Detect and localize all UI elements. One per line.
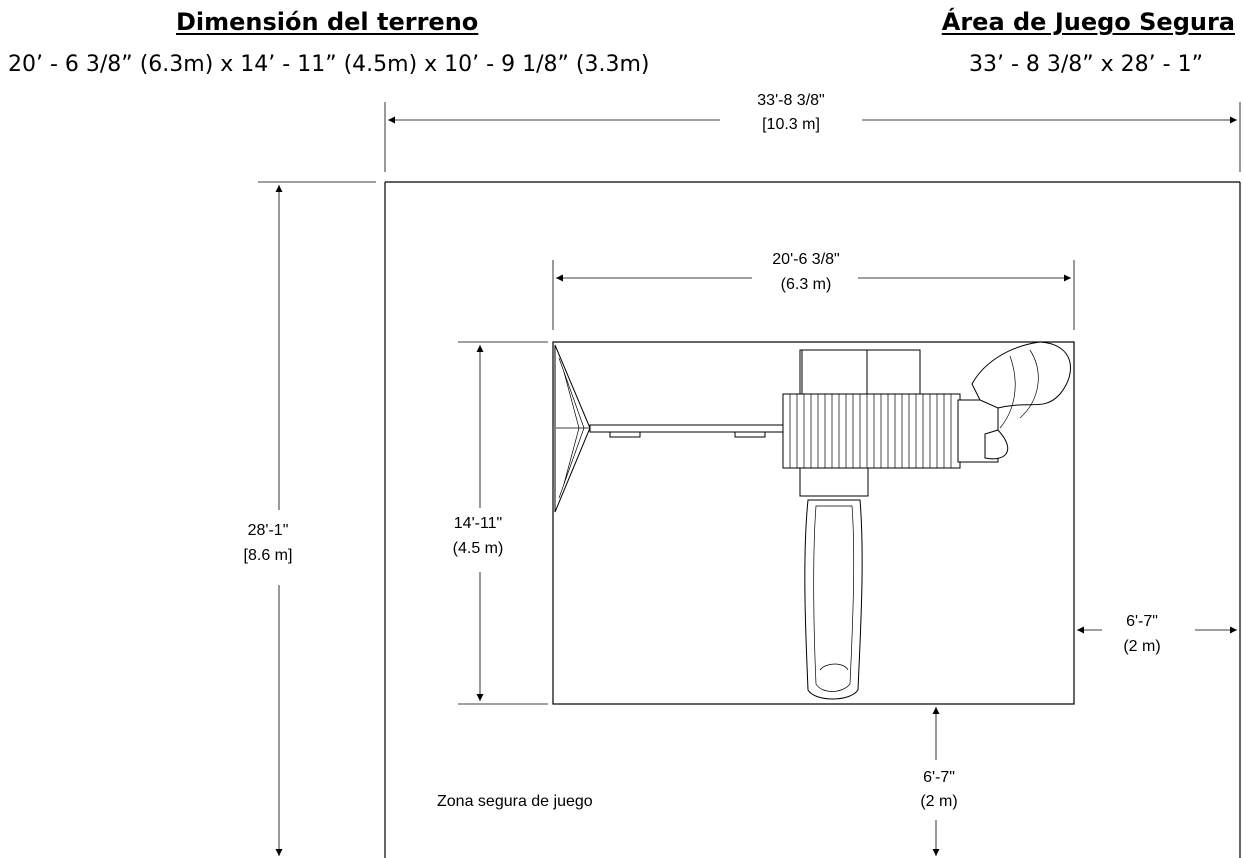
playhouse-roof	[782, 393, 961, 497]
side-clearance-dimension: 6'-7" (2 m)	[1077, 613, 1237, 655]
safe-depth-dimension: 28'-1" [8.6 m]	[244, 181, 376, 856]
safe-play-area-values: 33’ - 8 3/8” x 28’ - 1”	[968, 52, 1203, 77]
footprint-depth-label: 14'-11"	[454, 515, 502, 532]
side-clearance-metric: (2 m)	[1123, 638, 1160, 655]
terrain-dimension-values: 20’ - 6 3/8” (6.3m) x 14’ - 11” (4.5m) x…	[8, 52, 650, 77]
footprint-depth-metric: (4.5 m)	[453, 540, 504, 557]
front-clearance-label: 6'-7"	[923, 769, 955, 786]
swing-a-frame	[554, 344, 591, 513]
safe-depth-metric: [8.6 m]	[244, 547, 293, 564]
front-clearance-dimension: 6'-7" (2 m)	[920, 707, 958, 856]
footprint-width-dimension: 20'-6 3/8" (6.3 m)	[552, 251, 1075, 330]
safe-zone-outline	[384, 181, 1241, 858]
safe-play-area-title: Área de Juego Segura	[941, 8, 1235, 36]
side-clearance-label: 6'-7"	[1126, 613, 1158, 630]
footprint-depth-dimension: 14'-11" (4.5 m)	[453, 341, 548, 705]
safe-depth-label: 28'-1"	[248, 522, 289, 539]
footprint-width-metric: (6.3 m)	[781, 276, 832, 293]
front-clearance-metric: (2 m)	[920, 793, 957, 810]
equipment-footprint	[552, 341, 1075, 705]
terrain-dimension-title: Dimensión del terreno	[176, 8, 479, 36]
playset-equipment	[554, 341, 1072, 700]
rear-deck	[799, 349, 921, 401]
tube-slide	[957, 341, 1072, 463]
safe-width-dimension: 33'-8 3/8" [10.3 m]	[384, 92, 1241, 172]
safe-width-label: 33'-8 3/8"	[757, 92, 824, 109]
safe-zone-label: Zona segura de juego	[437, 793, 593, 810]
swing-beam	[589, 424, 785, 438]
safe-width-metric: [10.3 m]	[762, 116, 820, 133]
wave-slide	[804, 499, 863, 700]
footprint-width-label: 20'-6 3/8"	[772, 251, 839, 268]
